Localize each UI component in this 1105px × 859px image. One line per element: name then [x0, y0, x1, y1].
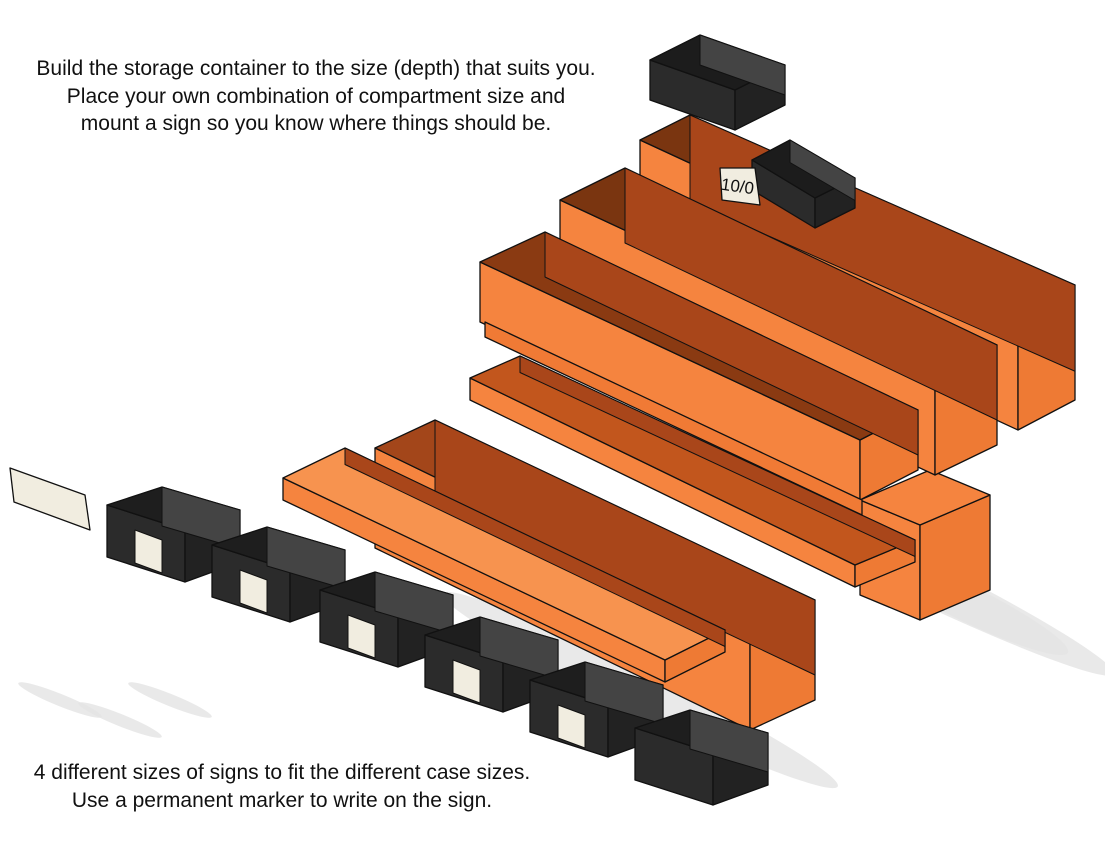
mounted-sign: 10/0: [719, 167, 761, 206]
compartment-sign: [347, 614, 376, 659]
long-box-2-back-wall: [624, 167, 998, 421]
top-caption-line: Place your own combination of compartmen…: [66, 84, 566, 108]
top-caption-line: mount a sign so you know where things sh…: [80, 112, 552, 135]
shadow: [78, 702, 162, 738]
bottom-caption-line: 4 different sizes of signs to fit the di…: [33, 761, 531, 784]
compartment-sign: [452, 659, 481, 704]
loose-sign: [9, 467, 91, 531]
long-box-bottom-back-wall: [434, 419, 816, 676]
rear-end-box-top-face: [859, 469, 991, 526]
tray-lower: [469, 355, 916, 588]
long-box-1: [479, 231, 919, 501]
bottom-caption-line: Use a permanent marker to write on the s…: [71, 788, 493, 812]
compartment-6: [634, 709, 769, 806]
top-caption-line: Build the storage container to the size …: [36, 57, 596, 80]
compartment-sign: [134, 529, 163, 574]
bottom-caption: 4 different sizes of signs to fit the di…: [0, 759, 564, 814]
tray-upper-back-wall: [344, 447, 726, 647]
shadow: [18, 682, 102, 718]
mounted-sign-label: 10/0: [720, 175, 755, 198]
compartment-in-box: [751, 139, 856, 229]
compartment-floating: [649, 34, 786, 131]
compartment-6-back-wall: [689, 709, 769, 773]
top-caption: Build the storage container to the size …: [0, 55, 632, 138]
tray-upper: [282, 447, 726, 683]
compartment-sign: [239, 569, 268, 614]
compartment-in-box-back-wall: [789, 139, 856, 201]
mounted-sign-plate: [719, 167, 761, 206]
compartment-sign: [557, 704, 586, 749]
compartment-4: [424, 616, 559, 713]
compartment-5: [529, 661, 664, 758]
long-box-1-base: [484, 321, 863, 516]
tray-lower-back-wall: [519, 355, 916, 557]
long-box-1-back-wall: [544, 231, 919, 456]
compartment-floating-back-wall: [699, 34, 786, 96]
shadow: [128, 682, 212, 718]
